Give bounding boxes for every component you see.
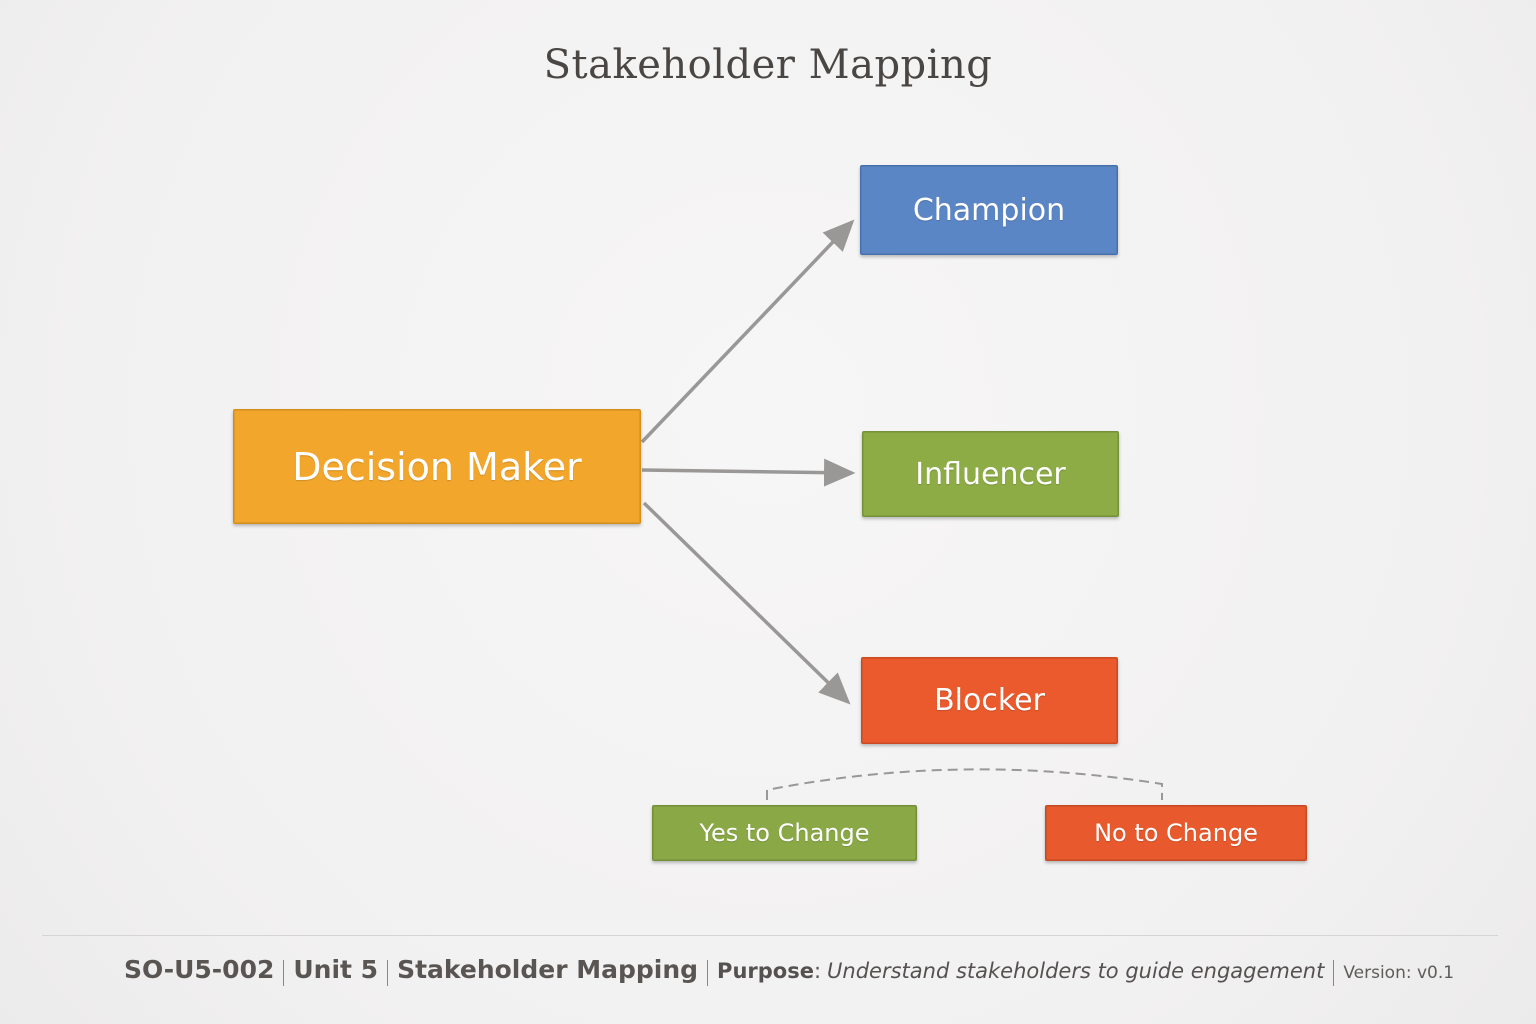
node-champion: Champion — [860, 165, 1118, 255]
footer-code: SO-U5-002 — [124, 955, 275, 984]
node-blocker-label: Blocker — [934, 683, 1045, 718]
footer-purpose-label: Purpose — [717, 959, 814, 983]
node-yes-to-change: Yes to Change — [652, 805, 917, 861]
arrow-decision-to-influencer — [641, 458, 856, 487]
footer-version: Version: v0.1 — [1343, 963, 1455, 983]
node-no-to-change: No to Change — [1045, 805, 1307, 861]
node-no-to-change-label: No to Change — [1094, 819, 1258, 847]
dashed-bracket-outcomes — [766, 768, 1163, 800]
footer-separator — [707, 960, 709, 986]
node-decision-maker: Decision Maker — [233, 409, 641, 524]
arrow-decision-to-blocker — [642, 501, 851, 705]
footer-unit: Unit 5 — [293, 955, 379, 984]
footer-purpose-colon: : — [813, 959, 822, 983]
footer-separator — [283, 960, 285, 986]
footer-purpose-text: Understand stakeholders to guide engagem… — [827, 959, 1325, 983]
footer-topic: Stakeholder Mapping — [397, 955, 699, 984]
footer-separator — [387, 960, 389, 986]
diagram-title: Stakeholder Mapping — [543, 42, 993, 88]
footer-divider — [42, 935, 1498, 936]
node-influencer: Influencer — [862, 431, 1119, 517]
node-champion-label: Champion — [912, 192, 1066, 228]
node-influencer-label: Influencer — [915, 456, 1066, 492]
node-yes-to-change-label: Yes to Change — [699, 819, 870, 847]
node-decision-maker-label: Decision Maker — [292, 444, 582, 489]
arrow-decision-to-champion — [640, 219, 855, 444]
footer-bar: SO-U5-002 Unit 5 Stakeholder Mapping Pur… — [124, 955, 1454, 991]
node-blocker: Blocker — [861, 657, 1118, 744]
footer-separator — [1333, 960, 1335, 986]
